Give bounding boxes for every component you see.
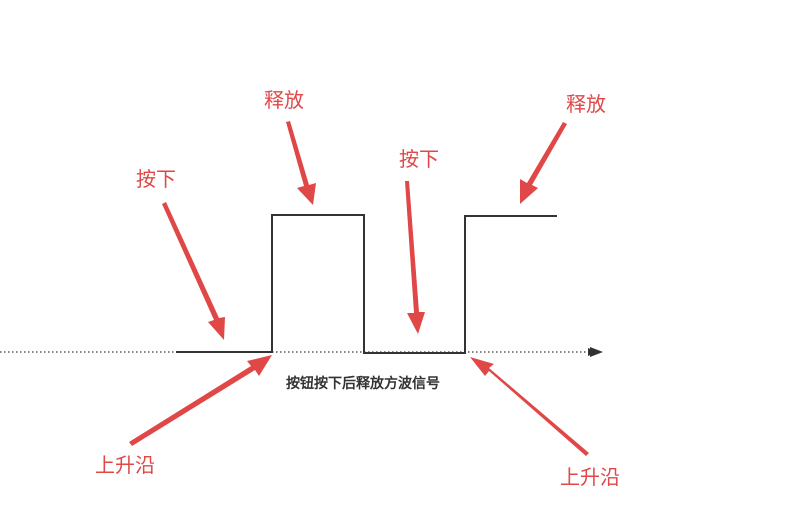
label-rising-edge-2: 上升沿 (560, 465, 620, 489)
label-release-2: 释放 (566, 92, 606, 116)
label-rising-edge-1: 上升沿 (95, 453, 155, 477)
label-press-2: 按下 (399, 147, 439, 171)
arrow-release-2 (520, 122, 567, 204)
label-press-1: 按下 (136, 167, 176, 191)
arrow-release-1 (286, 121, 316, 205)
label-release-1: 释放 (264, 88, 304, 112)
arrow-press-1 (162, 202, 225, 340)
arrow-press-2 (405, 181, 425, 334)
square-wave-signal (176, 214, 557, 354)
arrow-rising-edge-1 (129, 355, 272, 446)
diagram-caption: 按钮按下后释放方波信号 (286, 375, 440, 392)
arrow-rising-edge-2 (470, 357, 589, 456)
time-axis-arrowhead (590, 347, 603, 357)
